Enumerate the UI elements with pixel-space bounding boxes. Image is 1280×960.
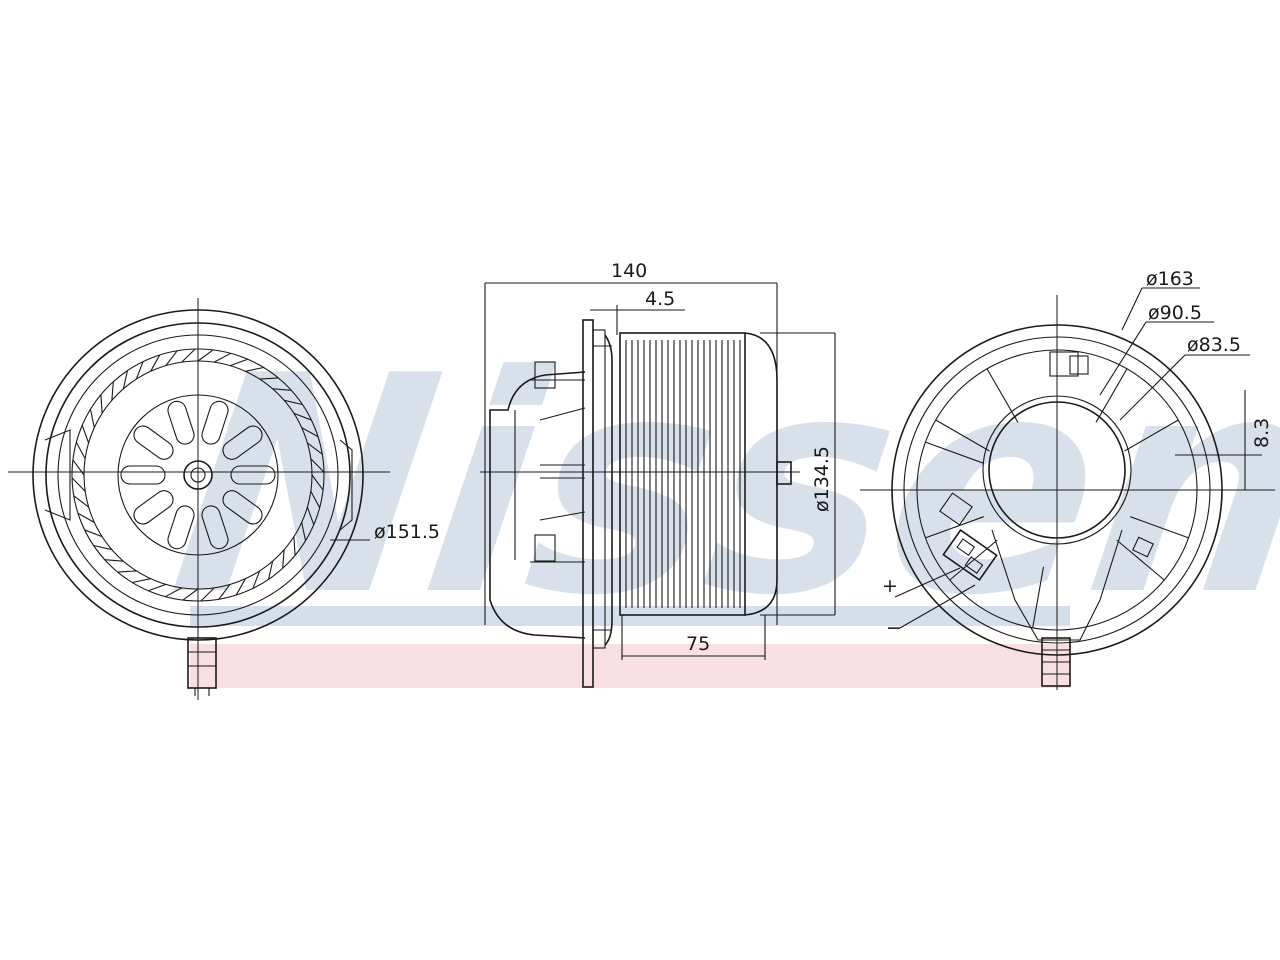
blower-wheel-slats [625,340,741,608]
fan-blade [310,458,325,473]
hub-spoke [230,465,276,485]
fan-blade [301,427,319,438]
fan-blade [197,349,214,362]
fan-blade [104,559,124,562]
fan-blade [301,522,307,541]
housing-rib [925,441,984,464]
fan-blade [252,570,261,589]
fan-blade [272,388,292,391]
fan-blade [259,377,279,380]
front-view: ø151.5 [8,298,440,700]
hub-spoke [167,505,195,550]
flange-offset-label: 4.5 [645,288,675,310]
fan-blade [213,352,231,363]
fan-blade [122,370,129,389]
hub-spoke [133,490,174,525]
fan-blade [229,358,248,367]
wheel-width-label: 75 [686,633,710,655]
watermark-band-bottom [190,644,1070,688]
fan-blade [293,536,296,556]
fan-blade [284,399,303,406]
fan-blade [293,412,312,421]
minus-terminal-label: − [886,617,902,639]
fan-blade [245,366,264,372]
rear-view: ø163 ø90.5 ø83.5 8.3 + − [860,268,1275,690]
housing-rib [925,516,984,539]
fan-blade [73,495,89,508]
fan-blade [150,354,161,372]
hub-spoke [222,425,263,460]
rear-mid-diameter-label: ø90.5 [1148,302,1202,324]
hub-spoke [167,400,195,445]
fan-blade [135,361,144,380]
rear-offset-label: 8.3 [1251,418,1273,448]
fan-blade [132,578,151,584]
rear-housing-ribs [925,368,1189,628]
hub-spoke [201,400,229,445]
plus-terminal-label: + [882,575,898,597]
fan-blade [77,512,95,523]
fan-blade [181,348,196,363]
watermark-text: Nissens [157,312,1280,661]
rear-outer-diameter-label: ø163 [1146,268,1194,290]
housing-rib [935,419,990,452]
fan-blade [71,477,86,492]
watermark: Nissens [157,312,1280,688]
fan-blade [235,578,246,596]
fan-blade [218,584,231,600]
fan-blade [72,459,85,476]
housing-rib [949,539,998,581]
fan-blade [111,381,114,401]
fan-blade [84,529,103,538]
hub-spoke [120,465,166,485]
fan-blade [89,409,95,428]
fan-blade [93,544,112,551]
front-fan-blades [71,348,325,602]
fan-blade [182,588,199,601]
fan-blade [311,474,324,491]
side-view: 140 4.5 ø134.5 75 [480,260,836,688]
fan-blade [165,350,178,366]
housing-rib [986,368,1019,423]
fan-blade [81,425,90,444]
electrical-connector [939,492,998,582]
hub-spoke [201,505,229,550]
front-diameter-label: ø151.5 [374,521,440,543]
fan-blade [306,506,315,525]
housing-rib [1130,516,1189,539]
hub-spoke [133,425,174,460]
fan-blade [100,394,103,414]
overall-length-label: 140 [611,260,647,282]
housing-rib [1124,419,1179,452]
fan-blade [165,587,183,598]
housing-rib [1095,368,1128,423]
fan-blade [307,442,323,455]
fan-blade [200,587,215,602]
housing-rib [1032,566,1044,628]
front-hub-spokes [120,400,276,550]
fan-blade [148,583,167,592]
fan-blade [117,570,137,573]
wheel-diameter-label: ø134.5 [811,446,833,512]
fan-blade [310,490,321,508]
fan-blade [282,549,285,569]
fan-blade [75,442,86,460]
hub-spoke [222,490,263,525]
watermark-band-top [190,606,1070,626]
rear-inner-diameter-label: ø83.5 [1187,334,1241,356]
housing-rib [1116,539,1165,581]
fan-blade [267,561,274,580]
